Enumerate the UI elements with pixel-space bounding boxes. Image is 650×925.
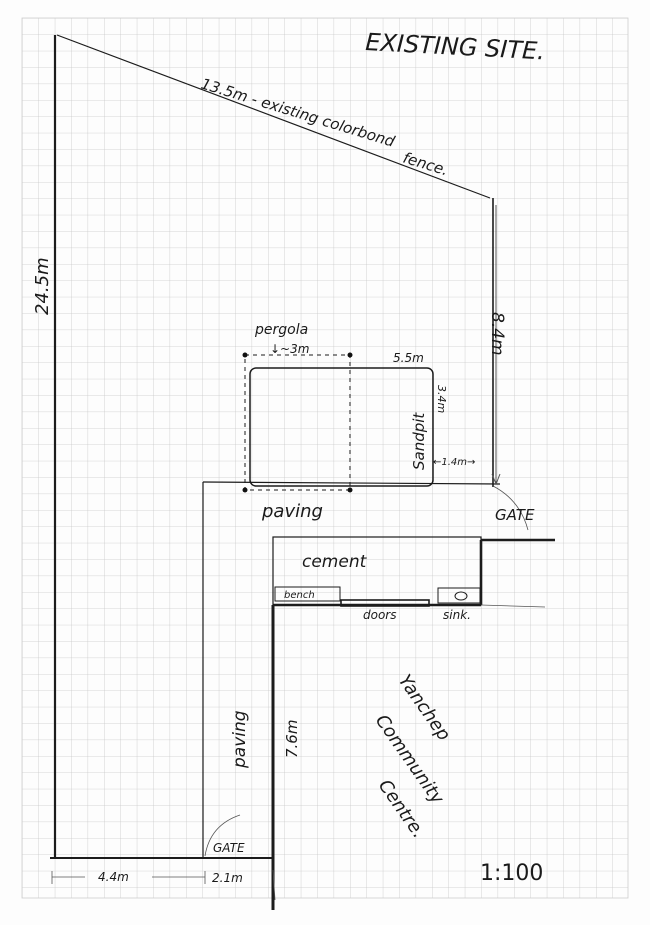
label-bench: bench xyxy=(284,590,315,601)
label-gate-bottom: GATE xyxy=(213,841,245,855)
label-sandpit: Sandpit xyxy=(410,412,428,470)
gate-right-swing xyxy=(492,485,529,531)
sandpit xyxy=(249,367,434,487)
bottom-dimension-line xyxy=(51,871,206,884)
paving-outline xyxy=(202,481,501,858)
dimension-arrow-8-4m xyxy=(491,205,501,486)
dim-sandpit-height: 3.4m xyxy=(435,385,448,413)
label-paving-side: paving xyxy=(230,710,250,769)
gate-bottom-swing xyxy=(204,814,241,857)
label-sink: sink. xyxy=(443,608,471,622)
dim-bottom-left: 4.4m xyxy=(98,870,129,884)
label-paving-top: paving xyxy=(261,501,323,522)
dim-right-height: 8.4m xyxy=(487,312,507,356)
site-boundary xyxy=(50,34,494,859)
dim-sandpit-width: 5.5m xyxy=(393,351,424,365)
scale-label: 1:100 xyxy=(480,861,543,886)
label-gate-right: GATE xyxy=(495,506,535,524)
bench xyxy=(274,586,341,602)
community-centre-outline xyxy=(271,536,555,910)
dim-left-height: 24.5m xyxy=(32,257,53,315)
label-doors: doors xyxy=(363,608,397,622)
dim-building-side: 7.6m xyxy=(283,720,301,758)
dim-bottom-gate: 2.1m xyxy=(212,871,243,885)
label-cement: cement xyxy=(302,552,368,572)
pergola-outline xyxy=(242,352,353,493)
grid-paper xyxy=(21,17,629,899)
dim-pergola-width: ↓~3m xyxy=(270,342,309,356)
dim-sandpit-gap: ←1.4m→ xyxy=(433,457,475,468)
label-pergola: pergola xyxy=(254,322,308,338)
sink xyxy=(437,587,481,604)
doors xyxy=(340,599,430,607)
